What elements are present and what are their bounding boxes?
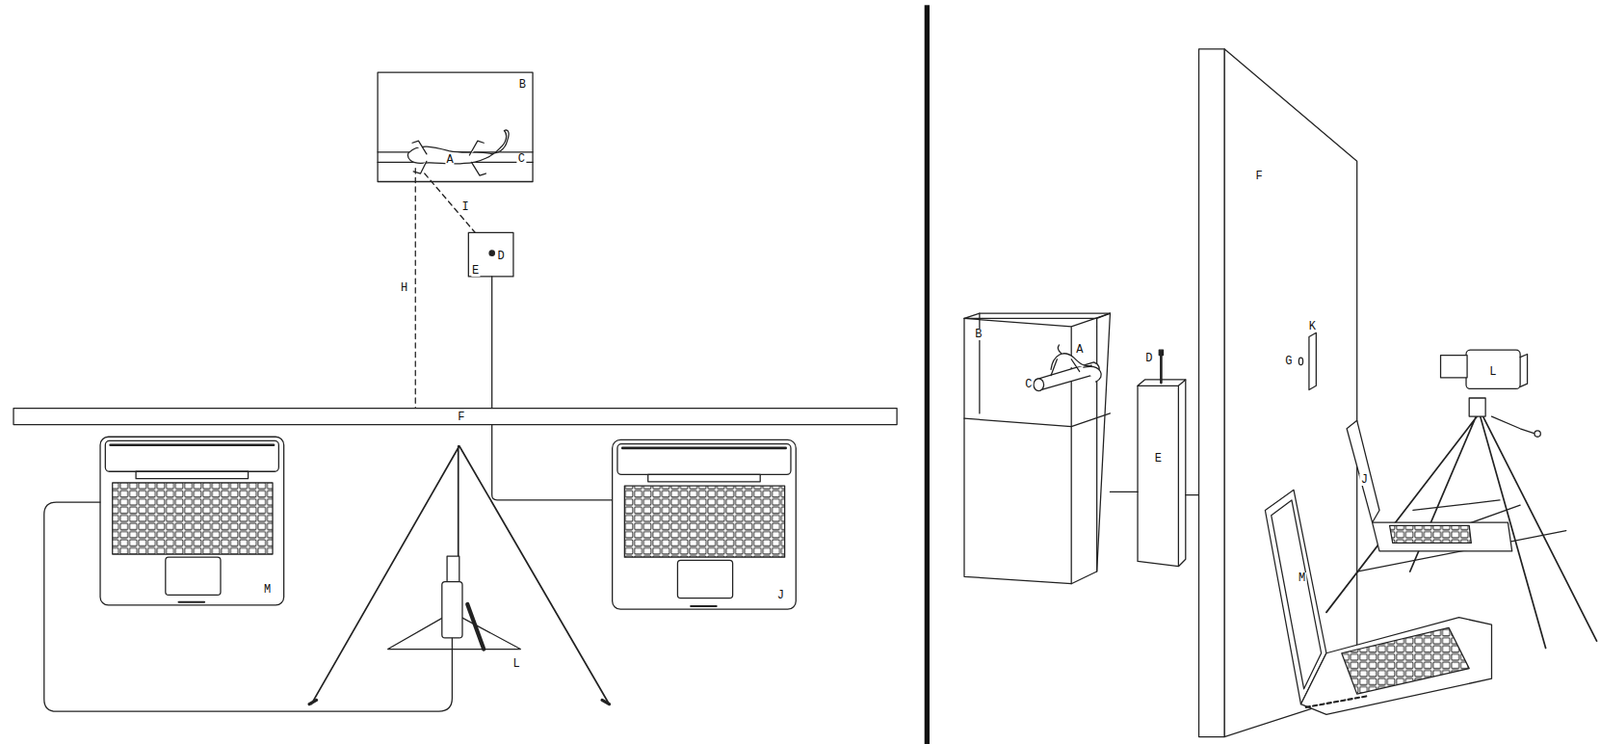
lizard-top [407, 130, 509, 176]
part-letter: M [262, 583, 272, 596]
sensor-post-top [468, 232, 514, 277]
wall-perspective [1199, 49, 1358, 737]
part-letter: L [511, 657, 521, 670]
part-letter: I [460, 201, 470, 213]
sight-line [415, 168, 417, 409]
laptop-perspective [1346, 419, 1513, 551]
wall-slot [1309, 332, 1316, 390]
part-letter: E [1154, 452, 1163, 465]
sensor-post [1137, 349, 1186, 567]
part-letter: K [1308, 320, 1317, 333]
part-letter: D [497, 250, 506, 263]
terrarium-top [377, 72, 533, 182]
part-letter: A [445, 154, 455, 166]
laptop-perspective [1264, 489, 1492, 714]
part-letter: J [1360, 473, 1369, 486]
part-letter: A [1075, 343, 1084, 356]
terrarium-perspective [964, 313, 1110, 584]
part-letter: B [518, 78, 527, 91]
laptop-top [100, 436, 285, 605]
lizard-on-log [1033, 344, 1102, 392]
part-letter: C [517, 153, 526, 165]
part-letter: J [776, 589, 786, 602]
cable [44, 501, 453, 711]
part-letter: F [1255, 170, 1264, 183]
cable [1109, 491, 1199, 495]
part-letter: E [471, 264, 480, 277]
part-letter: L [1488, 366, 1497, 378]
part-letter: D [1144, 352, 1154, 365]
part-letter: C [1023, 378, 1033, 391]
part-letter: F [456, 411, 466, 423]
part-letter: H [399, 282, 409, 294]
tripod-camera [1326, 349, 1598, 648]
part-letter: M [1297, 572, 1307, 584]
panel-divider [924, 4, 930, 744]
part-letter: B [973, 328, 983, 341]
wall-top [13, 408, 897, 425]
laptop-top [612, 439, 797, 609]
tripod-top [309, 445, 609, 705]
part-letter: G [1284, 355, 1293, 368]
cable [492, 276, 613, 500]
